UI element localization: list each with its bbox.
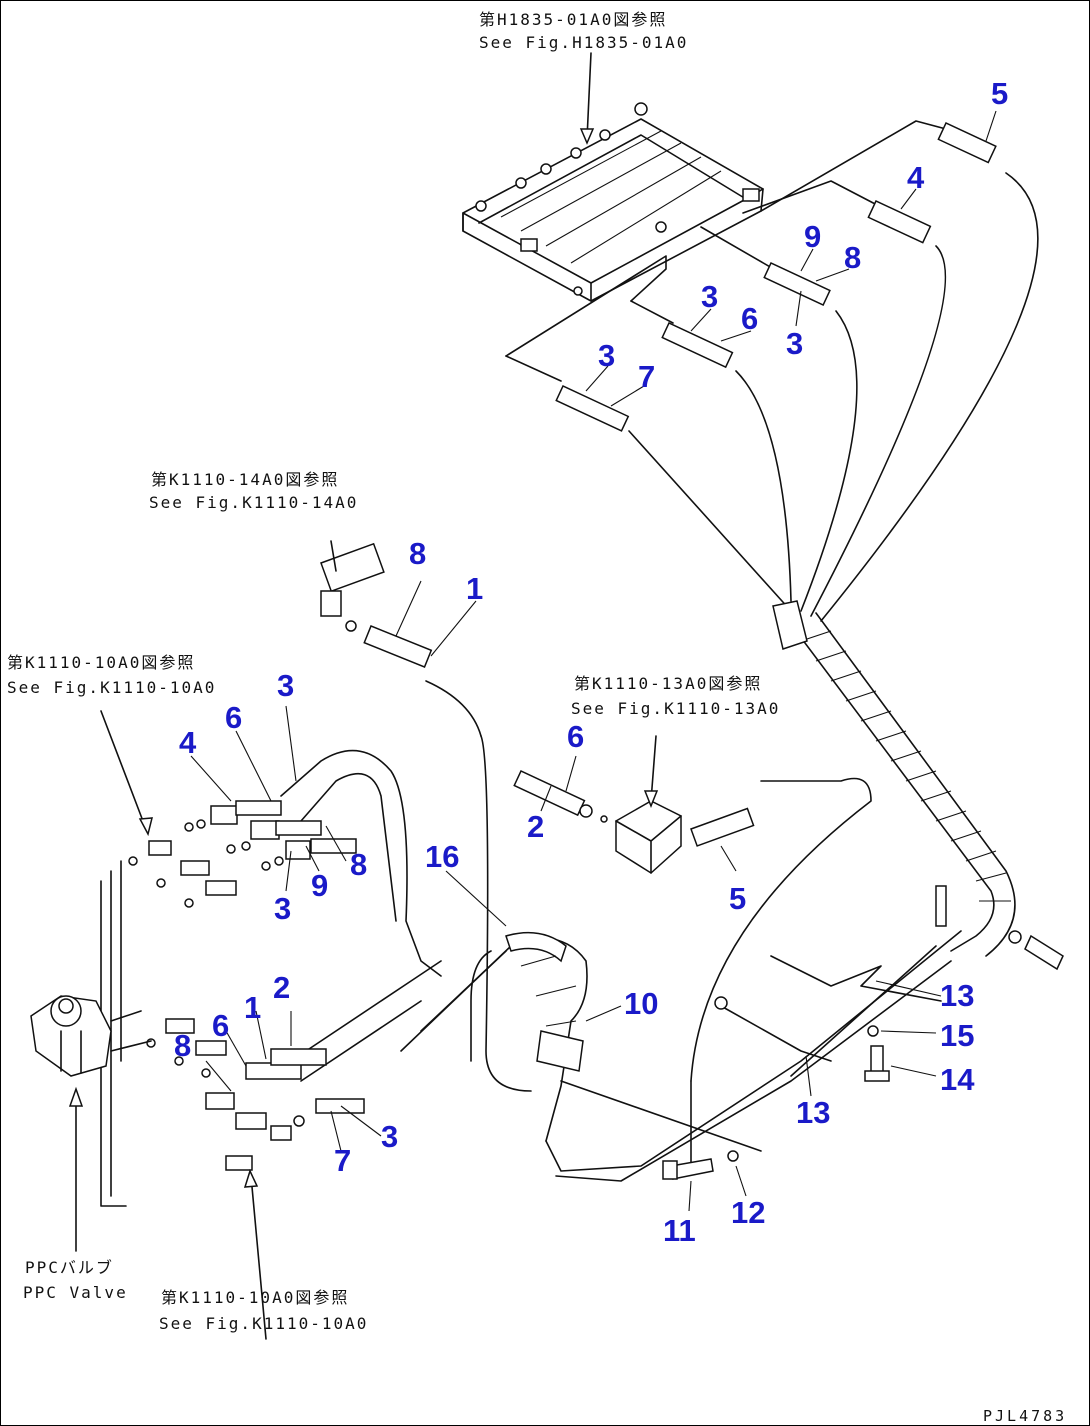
bolt-14-washer-15 xyxy=(864,1025,890,1082)
mid-reference-leader xyxy=(330,540,337,572)
bolt-11-washer-12 xyxy=(560,1080,762,1180)
callout-11: 11 xyxy=(663,1213,696,1248)
callout-4-left: 4 xyxy=(179,725,197,760)
callout-5-top: 5 xyxy=(991,76,1008,111)
callout-13-b: 13 xyxy=(796,1095,830,1130)
callout-1-low: 1 xyxy=(244,990,261,1025)
center-block xyxy=(513,735,755,874)
leader-lines xyxy=(190,110,997,1212)
callout-5-center: 5 xyxy=(729,881,746,916)
center-reference-en: See Fig.K1110-13A0 xyxy=(571,699,780,718)
callout-3-a: 3 xyxy=(701,279,718,314)
center-reference-jp: 第K1110-13A0図参照 xyxy=(574,674,762,693)
callout-8-low: 8 xyxy=(174,1028,191,1063)
callout-10: 10 xyxy=(624,986,658,1021)
bolt-right xyxy=(1008,930,1064,971)
top-reference-leader xyxy=(586,52,592,140)
left-fittings-upper xyxy=(100,710,357,908)
callout-8-top: 8 xyxy=(844,240,861,275)
callout-9-top: 9 xyxy=(804,219,821,254)
bottom-reference-en: See Fig.K1110-10A0 xyxy=(159,1314,368,1333)
ppc-valve-label-jp: PPCバルブ xyxy=(25,1258,114,1277)
ppc-valve xyxy=(30,860,152,1252)
lower-harness xyxy=(545,777,962,1182)
callout-2-low: 2 xyxy=(273,970,290,1005)
callout-3-left-mid: 3 xyxy=(274,891,291,926)
left-reference-jp: 第K1110-10A0図参照 xyxy=(7,653,195,672)
ppc-valve-label-en: PPC Valve xyxy=(23,1283,128,1302)
callout-3-low: 3 xyxy=(381,1119,398,1154)
callout-8-mid: 8 xyxy=(409,536,426,571)
callout-2-center: 2 xyxy=(527,809,544,844)
bottom-reference-jp: 第K1110-10A0図参照 xyxy=(161,1288,349,1307)
top-reference-en: See Fig.H1835-01A0 xyxy=(479,33,688,52)
upper-fittings xyxy=(555,122,997,432)
callout-3-left-top: 3 xyxy=(277,668,294,703)
callout-6-low: 6 xyxy=(212,1008,229,1043)
callout-9-left: 9 xyxy=(311,868,328,903)
top-reference-jp: 第H1835-01A0図参照 xyxy=(479,10,667,29)
mid-reference-jp: 第K1110-14A0図参照 xyxy=(151,470,339,489)
left-reference-en: See Fig.K1110-10A0 xyxy=(7,678,216,697)
callout-1-mid: 1 xyxy=(466,571,483,606)
callout-3-b: 3 xyxy=(786,326,803,361)
drawing-code: PJL4783 xyxy=(983,1407,1067,1425)
callout-14: 14 xyxy=(940,1062,975,1097)
left-fittings-lower xyxy=(146,1018,365,1340)
callout-16: 16 xyxy=(425,839,459,874)
upper-hose-lines xyxy=(505,120,1039,622)
callout-3-c: 3 xyxy=(598,338,615,373)
arrow-head-icon xyxy=(579,128,595,145)
callout-6-center: 6 xyxy=(567,719,584,754)
mid-reference-en: See Fig.K1110-14A0 xyxy=(149,493,358,512)
spiral-guard xyxy=(772,600,1016,957)
callout-13-a: 13 xyxy=(940,978,974,1013)
callout-7-low: 7 xyxy=(334,1143,351,1178)
callout-4-top: 4 xyxy=(907,160,925,195)
mid-fittings xyxy=(320,542,433,669)
callout-15: 15 xyxy=(940,1018,974,1053)
callout-8-left: 8 xyxy=(350,847,367,882)
control-valve-block xyxy=(462,102,764,302)
callout-6-left: 6 xyxy=(225,700,242,735)
callout-12: 12 xyxy=(731,1195,765,1230)
callout-7-a: 7 xyxy=(638,359,655,394)
left-hose-loops xyxy=(280,680,532,1092)
callout-6-a: 6 xyxy=(741,301,758,336)
